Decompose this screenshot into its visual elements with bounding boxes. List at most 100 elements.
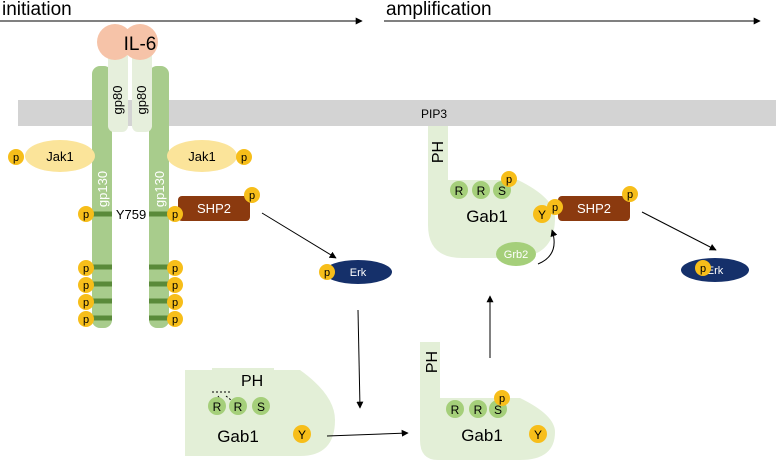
phospho-badge [78, 277, 94, 293]
phospho-badge [494, 390, 510, 406]
y-residue [293, 425, 311, 443]
s-residue-label: S [494, 403, 502, 417]
r-residue [472, 181, 490, 199]
jak1-left [25, 140, 95, 172]
r-residue-label: R [477, 184, 486, 198]
shp2-initiation [178, 196, 250, 221]
phospho-badge-label: p [172, 297, 178, 309]
y-residue-label: Y [538, 208, 546, 222]
jak1-label-right: Jak1 [188, 149, 215, 164]
phospho-badge-label: p [627, 189, 633, 201]
erk-label-initiation: Erk [350, 267, 367, 279]
jak1-right [167, 140, 237, 172]
s-residue [252, 397, 270, 415]
phospho-badge-label: p [324, 267, 330, 279]
gp80-label-left: gp80 [110, 86, 125, 115]
arrow-shp2-to-erk-amplification [641, 211, 717, 251]
arrow-gab1-to-phosphorylated [326, 429, 409, 437]
phospho-badge [167, 311, 183, 327]
phospho-badge [78, 206, 94, 222]
gp130-label-left: gp130 [95, 171, 110, 207]
r-residue-label: R [474, 403, 483, 417]
shp2-label-amplification: SHP2 [577, 201, 611, 216]
il6-label: IL-6 [124, 34, 157, 55]
phospho-badge-label: p [241, 152, 247, 164]
phase-label-initiation: initiation [2, 0, 72, 20]
phospho-badge [78, 260, 94, 276]
gab1-resting: PH R R S Gab1 Y [185, 368, 335, 456]
y-residue [529, 425, 547, 443]
phospho-badge [78, 311, 94, 327]
arrow-shp2-to-erk [261, 212, 337, 259]
phospho-badge-label: p [552, 202, 558, 214]
arrow-grb2-to-gab1 [537, 229, 558, 265]
y-residue-label: Y [534, 428, 542, 442]
phospho-badge [547, 199, 563, 215]
gab1-phosphorylated: PH R R S Gab1 Y [420, 342, 555, 460]
arrow-erk-to-gab1 [356, 309, 364, 409]
r-residue-label: R [451, 403, 460, 417]
receptor-complex: gp80 gp80 gp130 gp130 IL-6 Jak1 Jak1 Y75… [25, 24, 237, 328]
phospho-badge [236, 149, 252, 165]
ph-label: PH [430, 141, 447, 163]
jak1-label-left: Jak1 [46, 149, 73, 164]
ph-label: PH [424, 351, 441, 373]
phospho-badge-label: p [172, 314, 178, 326]
phospho-badge-label: p [172, 209, 178, 221]
phospho-badge [167, 206, 183, 222]
phospho-badge-label: p [700, 263, 706, 275]
y-residue-label: Y [298, 428, 306, 442]
r-residue [446, 400, 464, 418]
r-residue [229, 397, 247, 415]
r-residue-label: R [234, 400, 243, 414]
gab1-body [420, 342, 555, 460]
phospho-badge-label: p [83, 297, 89, 309]
phospho-badge [78, 294, 94, 310]
phospho-badge [622, 186, 638, 202]
gp130-chain-left [92, 66, 112, 328]
ph-label: PH [241, 373, 263, 390]
phospho-badge [501, 171, 517, 187]
pip3-label: PIP3 [421, 107, 447, 121]
phospho-badge-label: p [506, 174, 512, 186]
phospho-badge-label: p [13, 152, 19, 164]
phospho-badge-label: p [249, 190, 255, 202]
r-residue [208, 397, 226, 415]
phospho-badge [8, 149, 24, 165]
shp2-label-initiation: SHP2 [197, 201, 231, 216]
r-residue [469, 400, 487, 418]
phospho-badge [167, 294, 183, 310]
s-residue-label: S [257, 400, 265, 414]
gab1-membrane-bound: PH R R S Gab1 Y [428, 126, 555, 258]
gp80-chain-right [132, 50, 152, 132]
erk-initiation [324, 260, 392, 284]
grb2-label: Grb2 [504, 249, 528, 261]
r-residue [450, 181, 468, 199]
phospho-badge [167, 260, 183, 276]
gp130-label-right: gp130 [152, 171, 167, 207]
phospho-badge-label: p [172, 263, 178, 275]
gab1-body [428, 126, 555, 258]
cell-membrane [18, 100, 776, 126]
y-residue [533, 205, 551, 223]
r-residue-label: R [213, 400, 222, 414]
phospho-badge-label: p [83, 209, 89, 221]
r-residue-label: R [455, 184, 464, 198]
phospho-badge-label: p [499, 393, 505, 405]
phospho-badge-label: p [83, 263, 89, 275]
phospho-badge [244, 187, 260, 203]
gab1-label: Gab1 [217, 427, 259, 446]
phospho-badge-label: p [83, 280, 89, 292]
gp130-chain-right [149, 66, 169, 328]
grb2 [496, 242, 536, 266]
phospho-badge [319, 264, 335, 280]
phase-label-amplification: amplification [386, 0, 492, 20]
il6-ligand-left-lobe [97, 24, 133, 60]
ph-domain [212, 368, 274, 392]
gab1-label: Gab1 [466, 207, 508, 226]
gab1-label: Gab1 [461, 426, 503, 445]
gp80-chain-left [108, 50, 128, 132]
s-residue-label: S [498, 184, 506, 198]
gp80-label-right: gp80 [134, 86, 149, 115]
